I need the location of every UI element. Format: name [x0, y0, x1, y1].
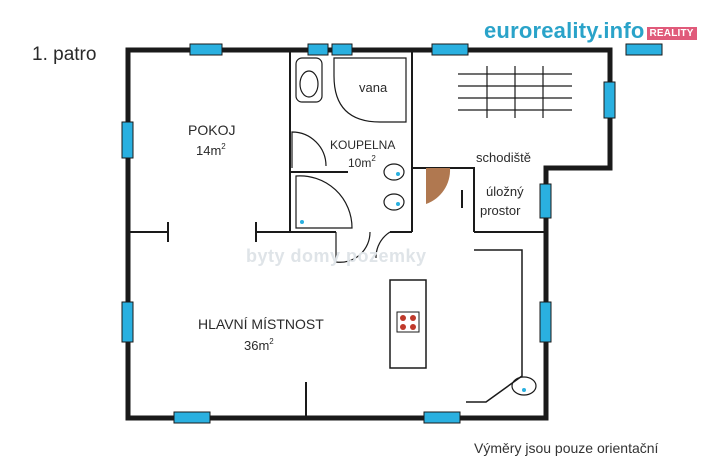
- bathtub-label: vana: [359, 80, 388, 95]
- room-hlavni-area: 36m2: [244, 337, 274, 353]
- washbasin-2-icon: [383, 193, 405, 211]
- main-door-swing: [335, 231, 371, 263]
- pokoj-wall-stub-left: [128, 222, 169, 242]
- window-right-3: [539, 301, 552, 343]
- window-top-5: [625, 43, 663, 56]
- window-top-4: [431, 43, 469, 56]
- stair-door-icon: [426, 168, 451, 204]
- washbasin-1-icon: [383, 163, 405, 181]
- room-ulozny-line2: prostor: [480, 203, 521, 218]
- watermark: byty domy pozemky: [246, 246, 427, 266]
- bathtub-icon: [333, 57, 407, 123]
- pokoj-wall-stub-mid: [255, 222, 290, 242]
- storage-door-swing: [375, 231, 391, 259]
- room-hlavni-name: HLAVNÍ MÍSTNOST: [198, 316, 324, 332]
- kitchen-counter: [466, 249, 523, 403]
- window-left-1: [121, 121, 134, 159]
- outer-wall: [125, 47, 613, 421]
- stairs-icon: [458, 66, 572, 118]
- hob-icon: [396, 311, 420, 333]
- window-bottom-1: [173, 411, 211, 424]
- logo-text: euroreality.info: [484, 18, 645, 43]
- bathroom-door-swing: [291, 131, 327, 168]
- room-pokoj-area: 14m2: [196, 142, 226, 158]
- room-pokoj-name: POKOJ: [188, 122, 236, 138]
- window-top-2: [307, 43, 329, 56]
- window-top-3: [331, 43, 353, 56]
- kitchen-island: [389, 279, 427, 369]
- room-schodiste-name: schodiště: [476, 150, 531, 165]
- kitchen-sink-icon: [511, 376, 537, 396]
- toilet-icon: [295, 57, 323, 103]
- room-koupelna-name: KOUPELNA: [330, 138, 396, 152]
- window-right-1: [603, 81, 616, 119]
- window-bottom-2: [423, 411, 461, 424]
- window-right-2: [539, 183, 552, 219]
- logo-badge: REALITY: [646, 27, 697, 40]
- window-top-1: [189, 43, 223, 56]
- shower-icon: [295, 175, 353, 229]
- window-left-2: [121, 301, 134, 343]
- disclaimer-note: Výměry jsou pouze orientační: [474, 440, 659, 456]
- floor-label: 1. patro: [32, 44, 97, 65]
- room-koupelna-area: 10m2: [348, 154, 376, 170]
- room-ulozny-line1: úložný: [486, 184, 524, 199]
